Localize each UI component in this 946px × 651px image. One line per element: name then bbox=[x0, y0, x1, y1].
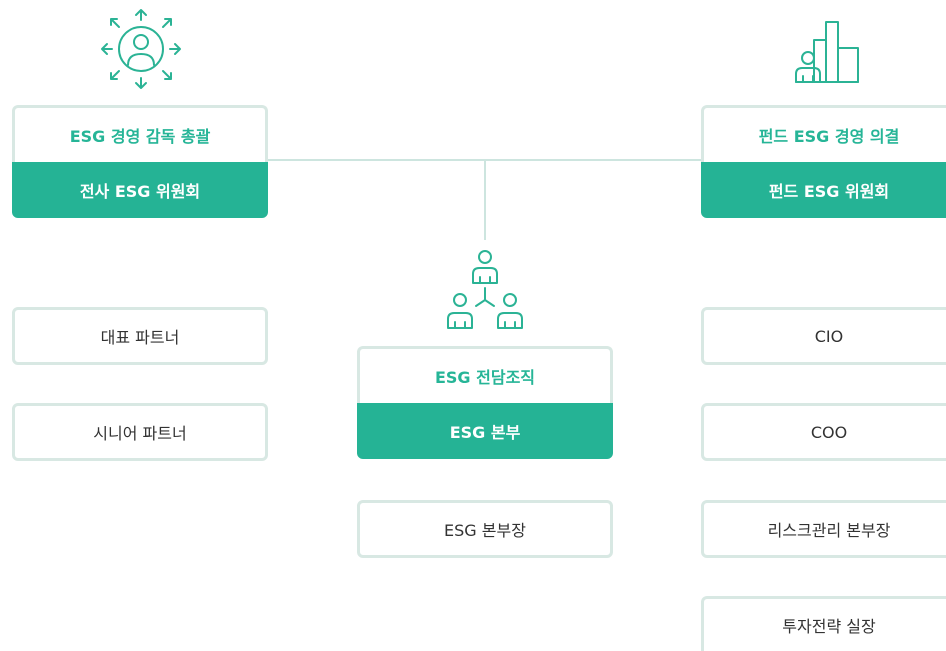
vertical-connector-line bbox=[484, 160, 486, 240]
center-committee-header: ESG 전담조직 bbox=[357, 346, 613, 403]
right-committee-card: 펀드 ESG 경영 의결 펀드 ESG 위원회 bbox=[701, 105, 946, 218]
right-role-box: CIO bbox=[701, 307, 946, 365]
team-hierarchy-icon bbox=[444, 248, 526, 332]
center-committee-card: ESG 전담조직 ESG 본부 bbox=[357, 346, 613, 459]
left-committee-header: ESG 경영 감독 총괄 bbox=[12, 105, 268, 162]
right-role-box: COO bbox=[701, 403, 946, 461]
left-role-box: 대표 파트너 bbox=[12, 307, 268, 365]
left-committee-name: 전사 ESG 위원회 bbox=[12, 162, 268, 218]
left-role-box: 시니어 파트너 bbox=[12, 403, 268, 461]
right-role-box: 리스크관리 본부장 bbox=[701, 500, 946, 558]
horizontal-connector-line bbox=[268, 159, 704, 161]
left-committee-card: ESG 경영 감독 총괄 전사 ESG 위원회 bbox=[12, 105, 268, 218]
right-committee-header: 펀드 ESG 경영 의결 bbox=[701, 105, 946, 162]
person-arrows-icon bbox=[98, 6, 184, 92]
person-bar-chart-icon bbox=[794, 18, 864, 88]
right-role-box: 투자전략 실장 bbox=[701, 596, 946, 651]
center-role-box: ESG 본부장 bbox=[357, 500, 613, 558]
center-committee-name: ESG 본부 bbox=[357, 403, 613, 459]
right-committee-name: 펀드 ESG 위원회 bbox=[701, 162, 946, 218]
